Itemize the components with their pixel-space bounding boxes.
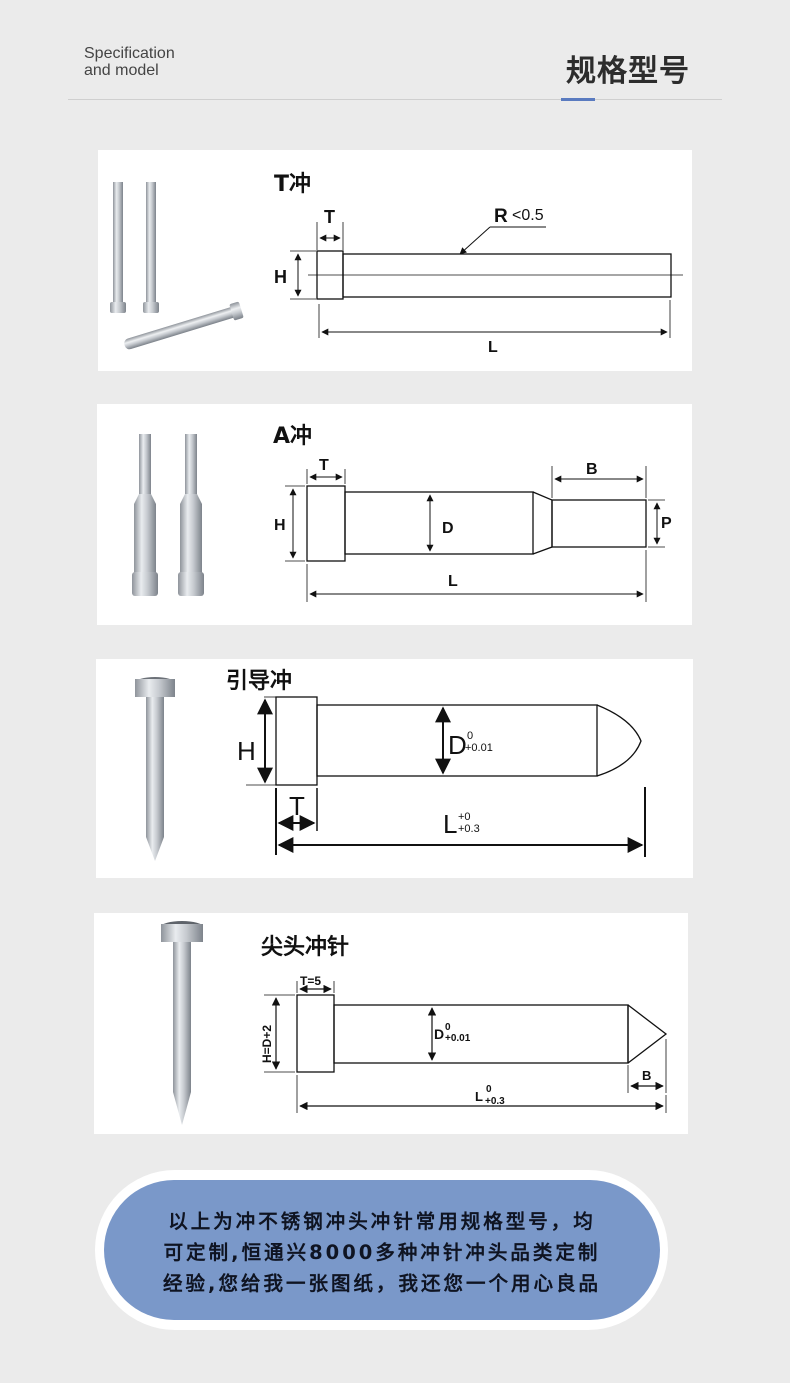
pointed-punch-drawing	[264, 981, 668, 1113]
a-punch-drawing	[285, 466, 665, 602]
english-title-line2: and model	[84, 62, 159, 79]
dim-label-d-upper-tolerance: 0	[467, 730, 473, 742]
dim-label-l: L	[443, 809, 457, 839]
a-punch-dimension-labels: T H D B P L	[274, 457, 672, 590]
guide-punch-dimension-labels: H D 0 +0.01 T L +0 +0.3	[237, 730, 493, 839]
dim-label-b: B	[586, 461, 598, 478]
dim-label-d: D	[434, 1026, 444, 1042]
dim-label-d-upper-tolerance: 0	[445, 1022, 451, 1033]
spec-card-guide-punch: 引导冲 H D 0 +0.01 T L +0 +0.3	[96, 659, 693, 878]
dim-label-h: H=D+2	[260, 1025, 274, 1063]
dim-label-l-upper-tolerance: +0	[458, 811, 471, 823]
header-divider-accent	[561, 98, 595, 101]
t-punch-dimension-labels: T H L R <0.5	[274, 206, 544, 356]
dim-label-t: T	[319, 457, 329, 474]
page-header: Specification and model 规格型号	[0, 0, 790, 110]
dim-label-h: H	[274, 517, 286, 534]
dim-label-l-lower-tolerance: +0.3	[485, 1096, 505, 1107]
dim-label-h: H	[237, 736, 256, 766]
note-line-1: 以上为冲不锈钢冲头冲针常用规格型号，均	[168, 1210, 596, 1233]
note-banner: 以上为冲不锈钢冲头冲针常用规格型号，均 可定制,恒通兴8000多种冲针冲头品类定…	[104, 1180, 660, 1320]
dim-label-l: L	[488, 339, 498, 356]
dim-label-b: B	[642, 1068, 651, 1083]
english-title: Specification and model	[84, 45, 175, 79]
dim-label-t: T	[289, 791, 305, 821]
a-punch-photo	[132, 434, 204, 596]
t-punch-photo	[110, 182, 244, 350]
header-divider	[68, 99, 722, 100]
t-punch-drawing	[290, 222, 683, 338]
dim-label-p: P	[661, 515, 672, 532]
spec-card-a-punch: A冲 T H D B P L	[97, 404, 692, 625]
guide-punch-illustration	[135, 677, 646, 861]
dim-label-d: D	[448, 730, 467, 760]
spec-card-t-punch: T冲 T H L R <0.5	[98, 150, 692, 371]
note-text: 以上为冲不锈钢冲头冲针常用规格型号，均 可定制,恒通兴8000多种冲针冲头品类定…	[104, 1180, 660, 1299]
chinese-title: 规格型号	[566, 54, 690, 89]
card-title: 尖头冲针	[261, 935, 350, 960]
card-title: 引导冲	[226, 669, 293, 694]
pointed-punch-illustration	[161, 921, 668, 1125]
t-punch-illustration	[110, 182, 683, 350]
note-line-2: 可定制,恒通兴8000多种冲针冲头品类定制	[163, 1241, 601, 1264]
dim-label-t: T=5	[300, 974, 321, 988]
pointed-punch-dimension-labels: T=5 H=D+2 D 0 +0.01 B L 0 +0.3	[260, 974, 651, 1107]
dim-label-l-upper-tolerance: 0	[486, 1084, 492, 1095]
dim-label-t: T	[324, 207, 335, 227]
dim-label-l-lower-tolerance: +0.3	[458, 823, 480, 835]
card-title: T冲	[274, 172, 312, 197]
dim-label-r-value: <0.5	[512, 207, 544, 224]
dim-label-r: R	[494, 206, 508, 227]
a-punch-illustration	[132, 434, 665, 602]
card-title: A冲	[273, 424, 313, 449]
dim-label-l: L	[448, 573, 458, 590]
dim-label-d: D	[442, 520, 454, 537]
guide-punch-photo	[135, 677, 175, 861]
guide-punch-drawing	[246, 696, 646, 857]
dim-label-d-lower-tolerance: +0.01	[445, 1033, 471, 1044]
note-line-3: 经验,您给我一张图纸，我还您一个用心良品	[163, 1272, 601, 1295]
dim-label-l: L	[475, 1089, 483, 1104]
english-title-line1: Specification	[84, 45, 175, 62]
spec-card-pointed-punch: 尖头冲针 T=5 H=D+2 D 0 +0.01 B L 0 +0.3	[94, 913, 688, 1134]
dim-label-d-lower-tolerance: +0.01	[465, 742, 493, 754]
pointed-punch-photo	[161, 921, 203, 1125]
dim-label-h: H	[274, 267, 287, 287]
